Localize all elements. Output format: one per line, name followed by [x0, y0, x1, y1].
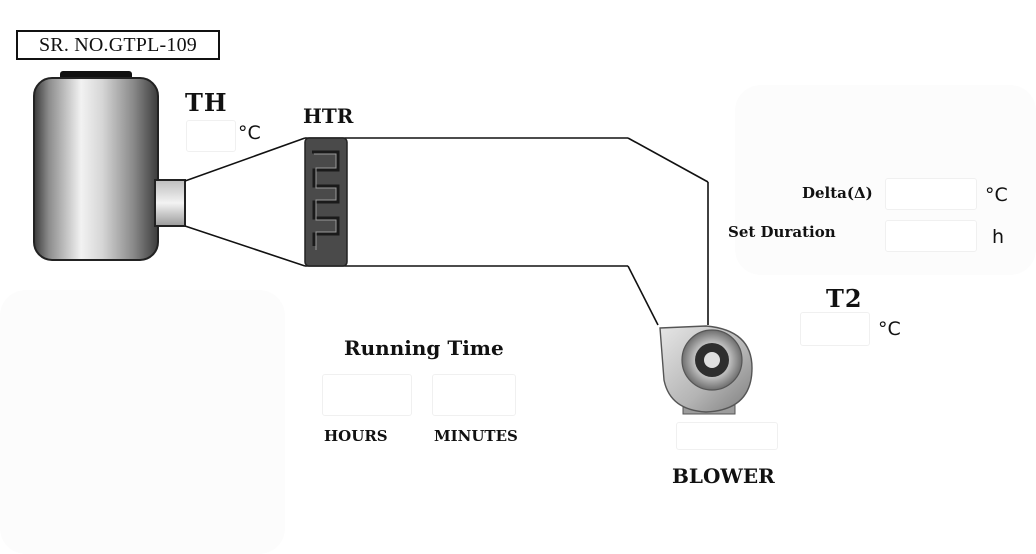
set-duration-label: Set Duration [728, 223, 836, 241]
delta-label: Delta(Δ) [802, 184, 873, 202]
th-value-display [186, 120, 236, 152]
th-unit: °C [238, 122, 261, 144]
t2-value-display [800, 312, 870, 346]
minutes-display [432, 374, 516, 416]
serial-number-label: SR. NO.GTPL-109 [16, 30, 220, 60]
set-duration-input[interactable] [885, 220, 977, 252]
blower-fan-icon [659, 325, 753, 415]
duct-outline [184, 137, 709, 326]
minutes-label: MINUTES [434, 427, 518, 445]
hours-display [322, 374, 412, 416]
delta-input[interactable] [885, 178, 977, 210]
htr-label: HTR [303, 104, 354, 128]
t2-unit: °C [878, 318, 901, 340]
tank-icon [33, 71, 186, 261]
duration-unit: h [992, 226, 1005, 248]
blower-label: BLOWER [672, 464, 775, 488]
delta-unit: °C [985, 184, 1008, 206]
background-panel-left [0, 290, 285, 554]
t2-label: T2 [826, 284, 863, 313]
hours-label: HOURS [324, 427, 388, 445]
blower-status-indicator[interactable] [676, 422, 778, 450]
th-label: TH [185, 88, 228, 117]
running-time-label: Running Time [344, 336, 504, 360]
heater-icon [304, 137, 348, 267]
